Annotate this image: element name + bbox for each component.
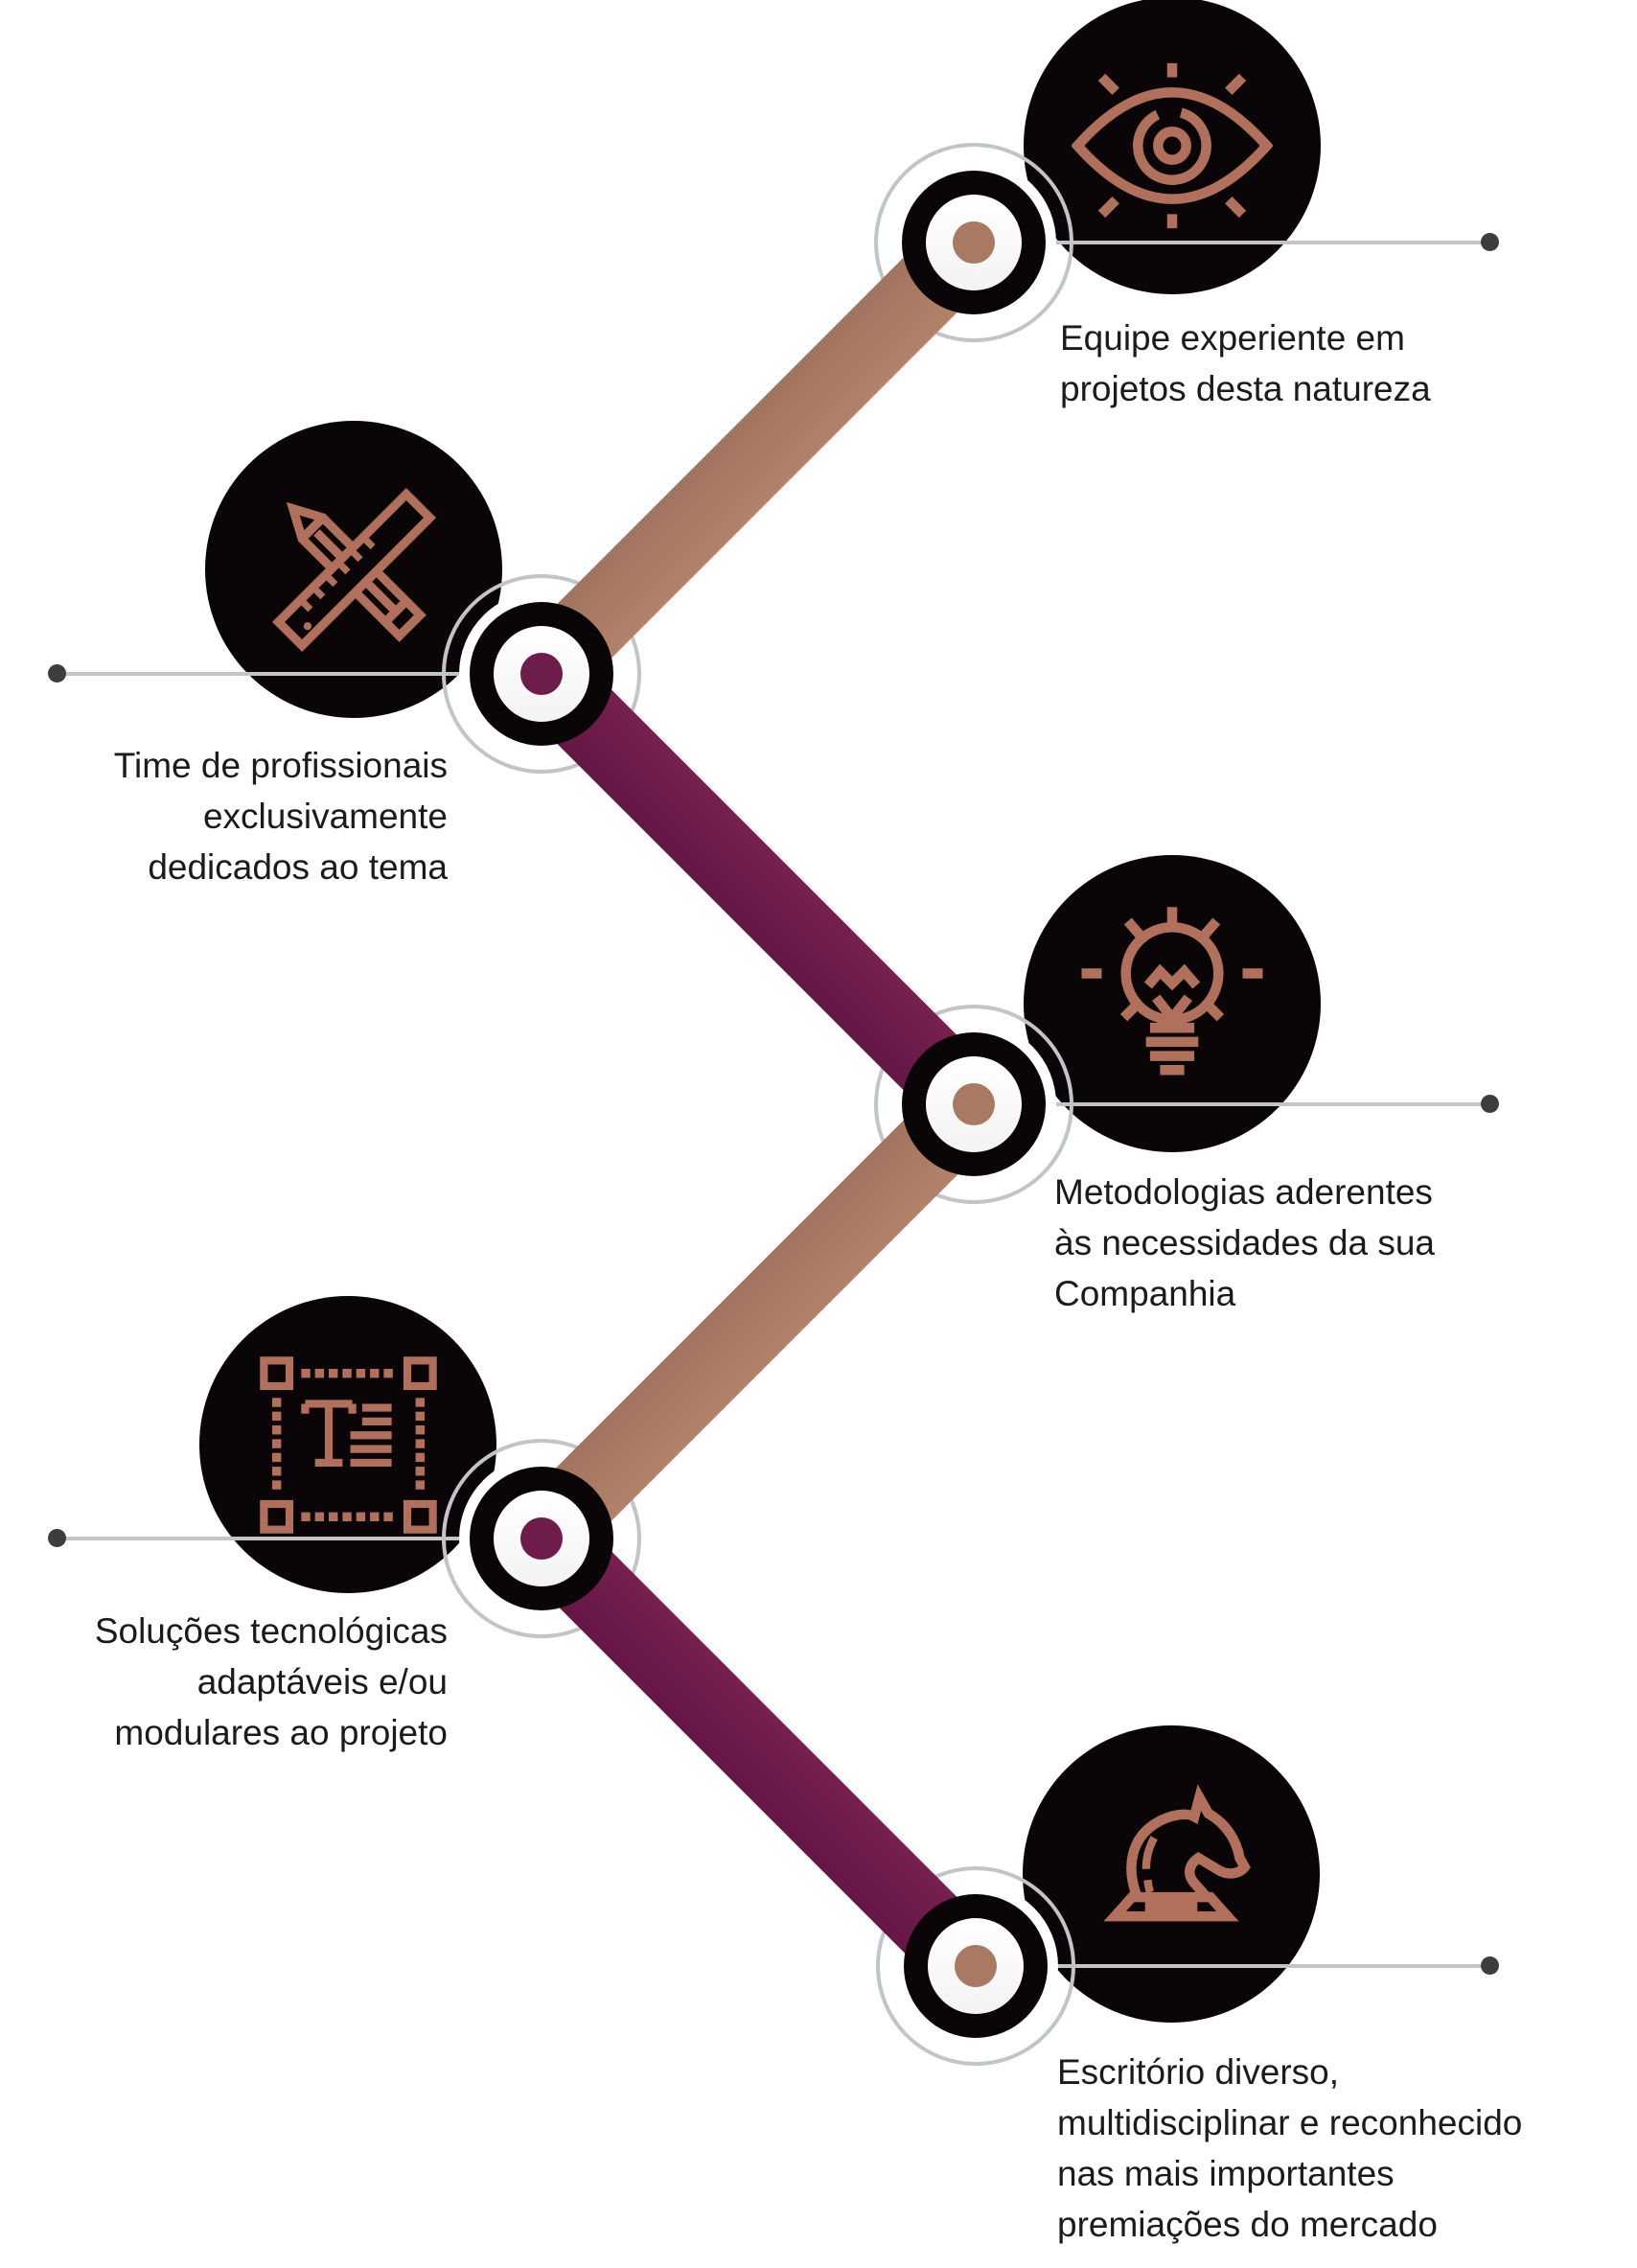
- label-line: multidisciplinar e reconhecido: [1057, 2103, 1523, 2142]
- connector-metodologias: [902, 1032, 1046, 1176]
- label-line: exclusivamente: [202, 797, 448, 836]
- dotted-frame: [271, 1368, 425, 1521]
- label-line: Soluções tecnológicas: [94, 1611, 448, 1651]
- text-frame-icon: [259, 1355, 437, 1534]
- connector-equipe: [902, 171, 1046, 314]
- label-escritorio: Escritório diverso, multidisciplinar e r…: [1057, 2047, 1522, 2250]
- label-line: Escritório diverso,: [1057, 2052, 1340, 2092]
- label-time: Time de profissionais exclusivamente ded…: [114, 740, 448, 892]
- pencil-ruler-icon: [271, 487, 436, 652]
- connector-dot-rose: [953, 1083, 995, 1125]
- label-line: modulares ao projeto: [114, 1713, 448, 1752]
- end-dot-2: [48, 664, 66, 683]
- connector-disc: [928, 1918, 1024, 2014]
- chess-knight-icon: [1103, 1784, 1251, 1922]
- eye-icon: [1072, 62, 1273, 229]
- connector-escritorio: [904, 1894, 1048, 2038]
- connector-solucoes: [470, 1467, 613, 1610]
- label-line: Time de profissionais: [113, 746, 448, 785]
- label-line: premiações do mercado: [1057, 2205, 1438, 2244]
- label-line: Companhia: [1054, 1274, 1236, 1313]
- end-dot-5: [1481, 1956, 1499, 1975]
- label-solucoes: Soluções tecnológicas adaptáveis e/ou mo…: [95, 1606, 448, 1758]
- guide-line-5: [976, 1964, 1489, 1968]
- connector-disc: [926, 1056, 1022, 1152]
- connector-dot-maroon: [520, 1517, 563, 1560]
- label-line: projetos desta natureza: [1060, 369, 1431, 408]
- end-dot-3: [1481, 1095, 1499, 1113]
- connector-dot-maroon: [520, 653, 563, 695]
- connector-disc: [926, 195, 1022, 290]
- connector-disc: [494, 1491, 589, 1586]
- guide-line-3: [974, 1102, 1489, 1106]
- label-line: às necessidades da sua: [1054, 1223, 1435, 1262]
- connector-time: [470, 602, 613, 746]
- connector-dot-rose: [953, 221, 995, 264]
- label-equipe: Equipe experiente em projetos desta natu…: [1060, 312, 1431, 414]
- label-line: Equipe experiente em: [1060, 318, 1405, 358]
- label-metodologias: Metodologias aderentes às necessidades d…: [1054, 1167, 1435, 1319]
- label-line: dedicados ao tema: [148, 847, 448, 887]
- label-line: nas mais importantes: [1057, 2154, 1395, 2193]
- label-line: adaptáveis e/ou: [196, 1662, 448, 1701]
- end-dot-1: [1481, 233, 1499, 251]
- guide-line-1: [974, 241, 1489, 244]
- connector-dot-rose: [955, 1945, 997, 1987]
- lightbulb-icon: [1081, 907, 1263, 1076]
- guide-line-4: [57, 1537, 542, 1540]
- label-line: Metodologias aderentes: [1054, 1172, 1433, 1212]
- end-dot-4: [48, 1529, 66, 1547]
- guide-line-2: [57, 672, 542, 676]
- connector-disc: [494, 626, 589, 722]
